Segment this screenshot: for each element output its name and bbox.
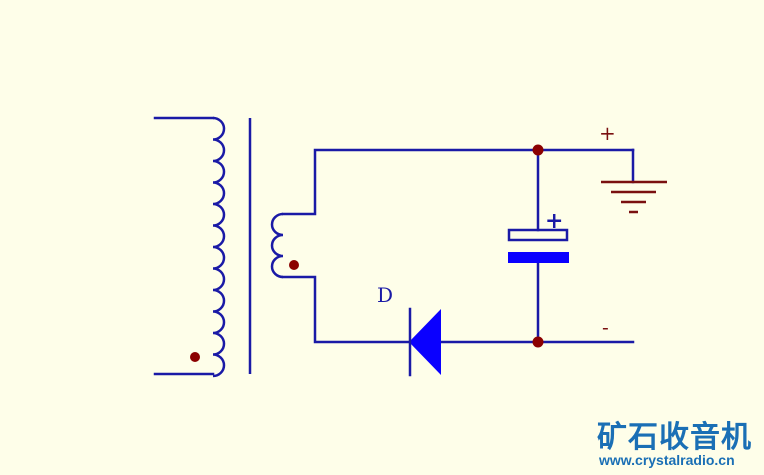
capacitor-negative-plate — [508, 252, 569, 263]
primary-coil — [212, 116, 226, 378]
output-positive-label: + — [599, 121, 616, 145]
capacitor-polarity-label: + — [545, 208, 563, 234]
watermark-site-name: 矿石收音机 — [597, 420, 752, 455]
junction-dot-bottom — [532, 336, 544, 348]
secondary-polarity-dot — [289, 260, 299, 270]
circuit-wires — [281, 148, 635, 344]
ground-symbol — [601, 180, 667, 214]
primary-polarity-dot — [190, 352, 200, 362]
transformer-primary-winding — [153, 116, 226, 378]
output-negative-label: - — [602, 315, 609, 339]
watermark-url: www.crystalradio.cn — [599, 452, 735, 468]
diode — [408, 307, 441, 377]
capacitor-positive-plate — [507, 228, 569, 242]
diode-label: D — [377, 283, 393, 307]
secondary-coil — [270, 212, 284, 279]
electrolytic-capacitor — [507, 228, 569, 263]
transformer-secondary-winding — [270, 212, 299, 279]
diode-triangle — [409, 309, 441, 375]
bottom-left-wire — [281, 275, 412, 344]
junction-dot-top — [532, 144, 544, 156]
top-rail-wire — [281, 148, 635, 216]
